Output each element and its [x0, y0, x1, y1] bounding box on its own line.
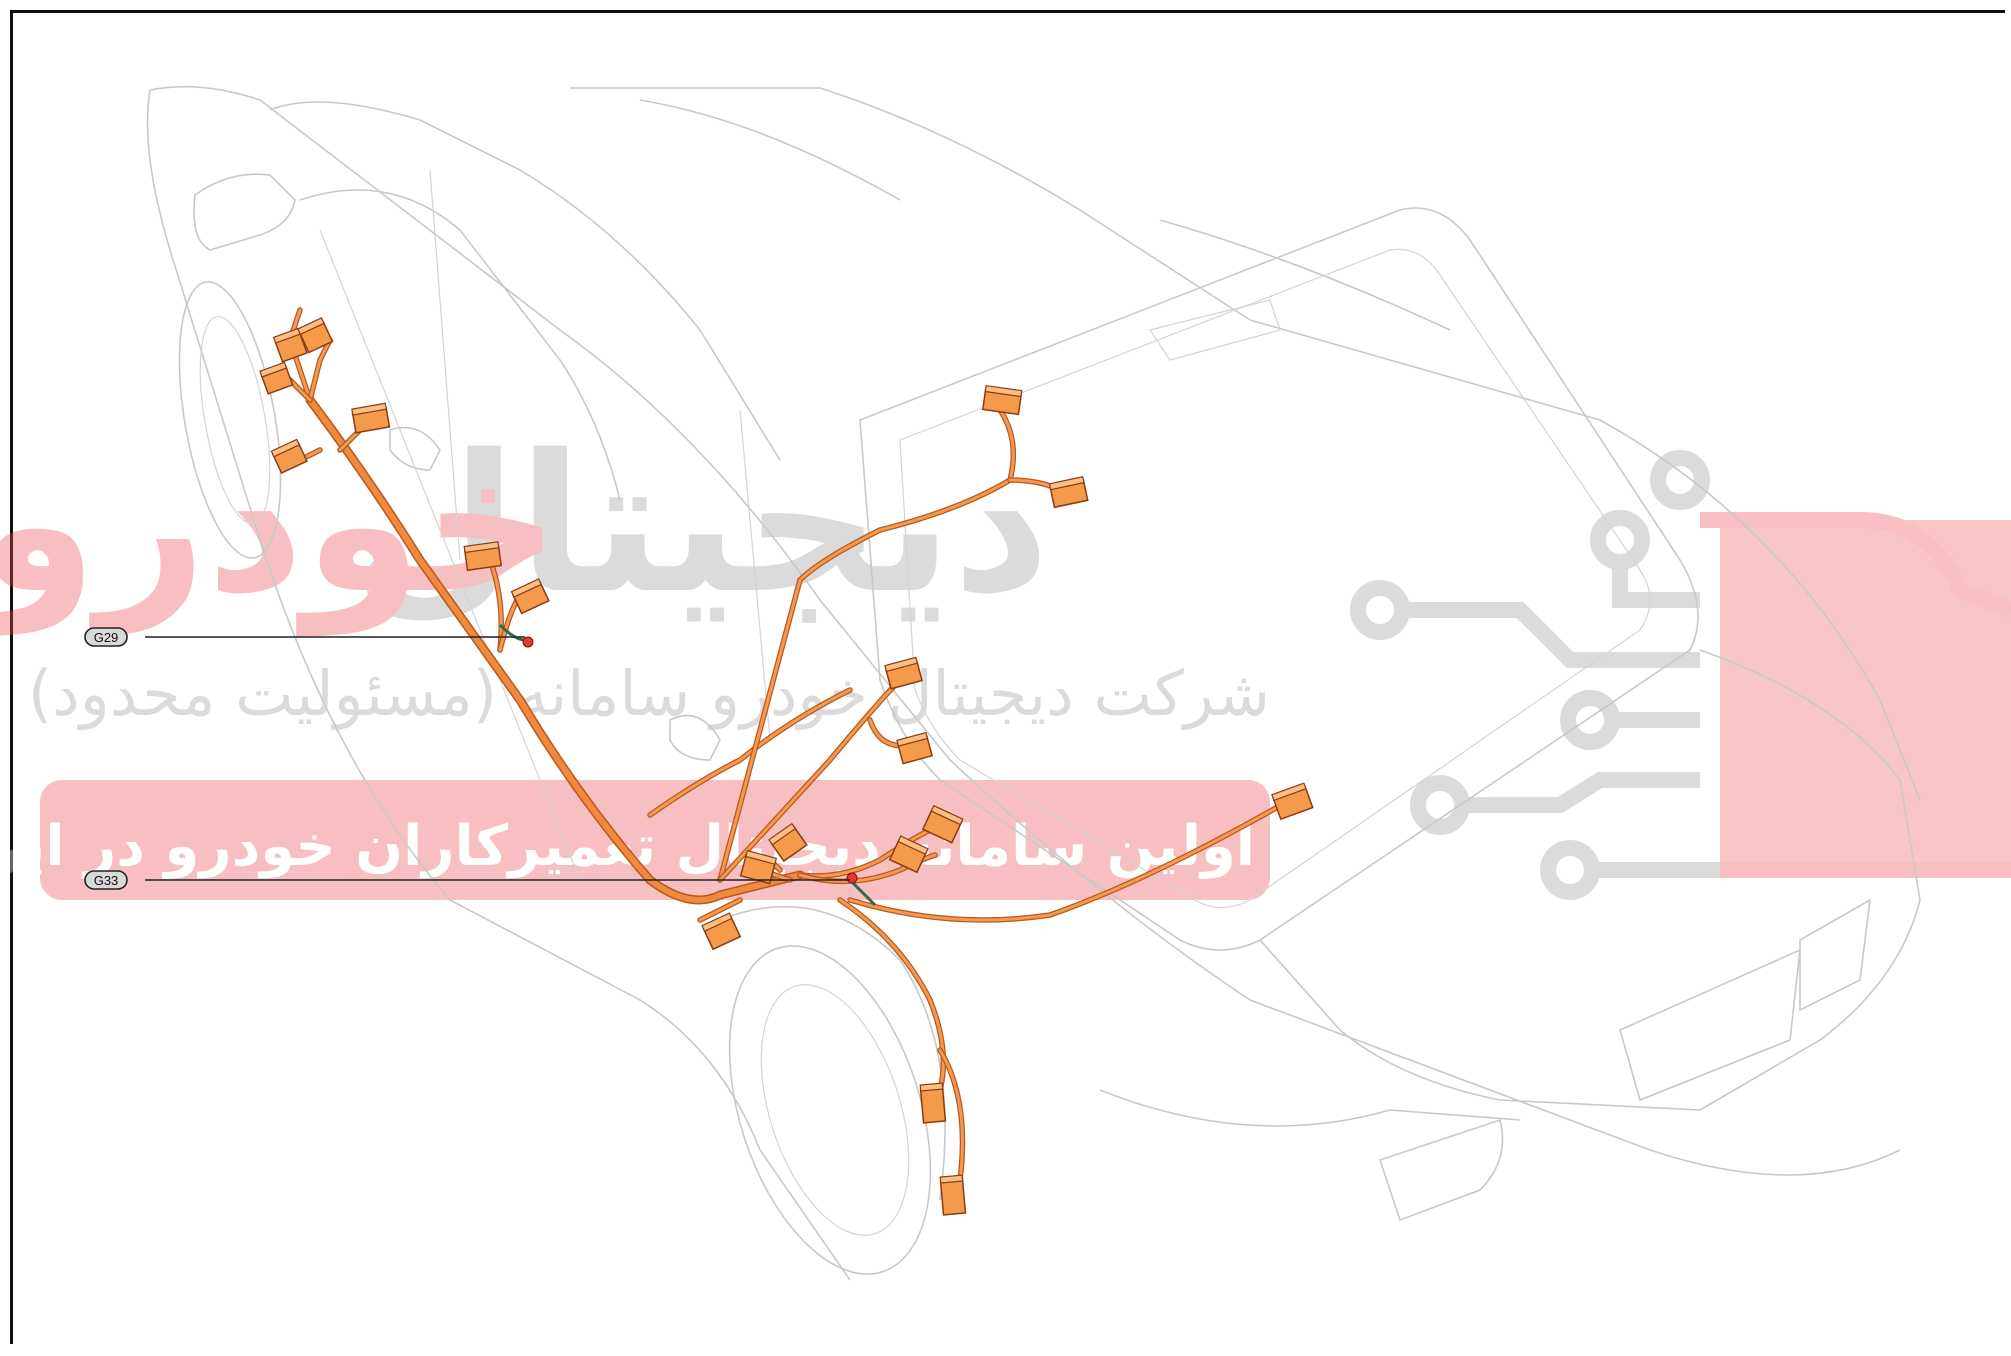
connector: [768, 822, 808, 863]
connector: [270, 438, 308, 474]
connector: [981, 384, 1023, 416]
watermark-company-line: شرکت دیجیتال خودرو سامانه (مسئولیت محدود…: [28, 657, 1270, 730]
connector: [1048, 476, 1089, 509]
connector: [884, 656, 923, 690]
callout-g33: G33: [84, 870, 850, 890]
connector: [510, 578, 550, 615]
callout-g29: G29: [84, 627, 525, 647]
diagram-frame: [10, 10, 2005, 1344]
connector: [919, 1082, 947, 1124]
connector: [701, 912, 742, 951]
connector: [921, 804, 964, 844]
callout-g33-label: G33: [94, 873, 119, 888]
connector: [1271, 782, 1314, 821]
connector: [896, 731, 933, 765]
connector: [297, 317, 334, 354]
watermark: دیجیتال خودرو شرکت دیجیتال خودرو سامانه …: [0, 414, 2011, 900]
connector: [463, 541, 503, 572]
callout-g29-label: G29: [94, 630, 119, 645]
connector: [272, 327, 308, 363]
watermark-banner: [40, 780, 1270, 900]
connector: [739, 849, 778, 885]
connector: [888, 835, 929, 874]
connector: [351, 402, 391, 434]
connector: [939, 1174, 967, 1216]
connector: [259, 361, 294, 395]
connectors: [259, 317, 1314, 1216]
vehicle-body-outline: [146, 85, 1921, 1281]
watermark-circuit-car-icon: [1350, 450, 2011, 900]
watermark-logo-word-1: دیجیتال: [353, 414, 1050, 635]
ground-point-g33: [846, 872, 877, 907]
